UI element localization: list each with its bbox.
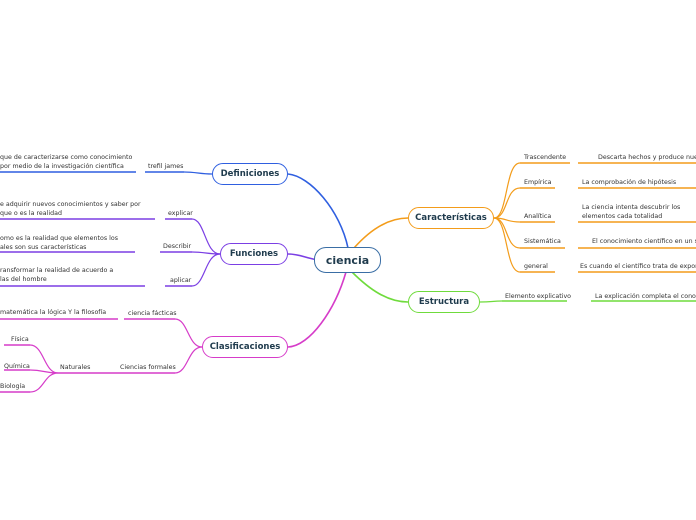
subtopic-ciencias-formales[interactable]: Ciencias formales (120, 364, 176, 371)
leaf-describir[interactable]: omo es la realidad que elementos los ale… (0, 235, 118, 251)
leaf-aplicar[interactable]: ransformar la realidad de acuerdo a las … (0, 267, 114, 283)
central-topic[interactable]: ciencia (314, 247, 381, 273)
subtopic-general[interactable]: general (524, 263, 548, 270)
subtopic-elemento-explicativo[interactable]: Elemento explicativo (505, 293, 572, 300)
subtopic-ciencia-facticas[interactable]: ciencia fácticas (128, 310, 177, 317)
leaf-estructura[interactable]: La explicación completa el conocimi (595, 293, 696, 300)
connector-caracteristicas (353, 217, 409, 249)
subtopic-trefil-james[interactable]: trefil james (148, 163, 184, 170)
leaf-definiciones[interactable]: que de caracterizarse como conocimiento … (0, 154, 133, 170)
connector-estructura (351, 271, 409, 303)
topic-funciones[interactable]: Funciones (220, 243, 288, 265)
topic-estructura[interactable]: Estructura (408, 291, 480, 313)
subtopic-describir[interactable]: Describir (163, 243, 192, 250)
topic-definiciones[interactable]: Definiciones (212, 163, 288, 185)
topic-clasificaciones-label: Clasificaciones (209, 342, 281, 352)
leaf-biologia[interactable]: Biología (0, 383, 26, 390)
subtopic-aplicar[interactable]: aplicar (170, 277, 192, 284)
leaf-ciencia-facticas[interactable]: matemática la lógica Y la filosofía (0, 309, 107, 316)
topic-caracteristicas-label: Características (415, 213, 487, 223)
subtopic-analitica[interactable]: Analítica (524, 213, 552, 220)
leaf-empirica[interactable]: La comprobación de hipótesis (582, 179, 677, 186)
leaf-analitica[interactable]: La ciencia intenta descubrir los element… (582, 204, 681, 220)
subtopic-trascendente[interactable]: Trascendente (524, 154, 567, 161)
leaf-trascendente[interactable]: Descarta hechos y produce nuevos (598, 154, 696, 161)
leaf-fisica[interactable]: Física (11, 336, 29, 343)
topic-funciones-label: Funciones (229, 249, 279, 259)
central-topic-label: ciencia (325, 253, 370, 267)
leaf-sistematica[interactable]: El conocimiento científico en un sistem (592, 238, 696, 245)
subtopic-empirica[interactable]: Empírica (524, 179, 552, 186)
subtopic-naturales[interactable]: Naturales (60, 364, 91, 371)
leaf-explicar[interactable]: e adquirir nuevos conocimientos y saber … (0, 201, 141, 217)
connector-definiciones (287, 173, 349, 249)
subtopic-sistematica[interactable]: Sistemática (524, 238, 561, 245)
leaf-general[interactable]: Es cuando el científico trata de exponer… (580, 263, 696, 270)
topic-caracteristicas[interactable]: Características (408, 207, 494, 229)
topic-estructura-label: Estructura (418, 297, 470, 307)
leaf-quimica[interactable]: Química (4, 363, 30, 370)
topic-definiciones-label: Definiciones (220, 169, 280, 179)
subtopic-explicar[interactable]: explicar (168, 210, 193, 217)
topic-clasificaciones[interactable]: Clasificaciones (202, 336, 288, 358)
connector-clasificaciones (287, 271, 347, 348)
